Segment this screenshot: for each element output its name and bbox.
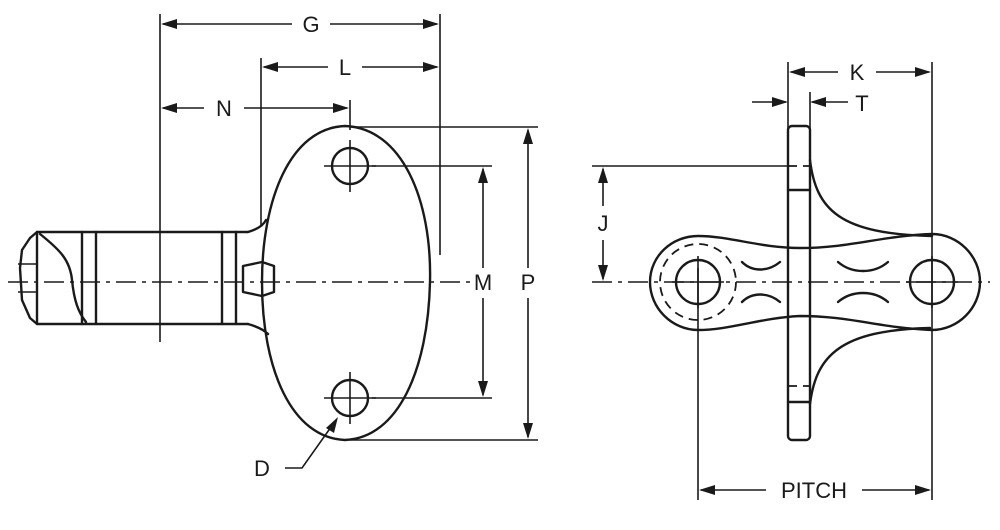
dimension-label-g: G bbox=[302, 12, 319, 37]
arrowhead bbox=[772, 97, 788, 107]
arrowhead bbox=[810, 97, 826, 107]
arrowhead bbox=[423, 62, 439, 72]
arrowhead bbox=[423, 19, 439, 29]
attachment-plate-edge bbox=[786, 124, 812, 442]
arrowhead bbox=[523, 128, 533, 144]
dimension-label-k: K bbox=[850, 60, 865, 85]
pin-end-cap bbox=[18, 230, 39, 326]
dimension-label-pitch: PITCH bbox=[781, 478, 847, 503]
plate-fillet-bottom bbox=[808, 326, 932, 406]
arrowhead bbox=[478, 381, 488, 397]
arrowhead bbox=[262, 62, 278, 72]
side-view: K T J PITCH bbox=[592, 60, 990, 503]
arrowhead bbox=[523, 423, 533, 439]
arrowhead bbox=[598, 167, 608, 183]
arrowhead bbox=[789, 67, 805, 77]
arrowhead bbox=[915, 67, 931, 77]
bushing-hidden-outline bbox=[659, 243, 737, 321]
arrowhead bbox=[478, 167, 488, 183]
leader-line-d bbox=[285, 419, 337, 469]
link-waist-curve bbox=[740, 260, 782, 271]
pin-weld-fillet bbox=[246, 218, 270, 336]
dimension-label-j: J bbox=[598, 211, 609, 236]
dimension-label-t: T bbox=[855, 91, 868, 116]
dimension-label-m: M bbox=[474, 270, 492, 295]
arrowhead bbox=[161, 19, 177, 29]
pin-chamfer-curve bbox=[38, 232, 88, 324]
link-waist-curve bbox=[836, 291, 890, 304]
dimension-label-d: D bbox=[254, 456, 270, 481]
center-rivet-head bbox=[241, 260, 276, 298]
pin-body-outline bbox=[35, 230, 250, 326]
chain-link-plate bbox=[648, 232, 982, 332]
arrowhead bbox=[598, 265, 608, 281]
dimension-label-p: P bbox=[521, 270, 536, 295]
dimension-label-l: L bbox=[339, 55, 351, 80]
arrowhead bbox=[699, 485, 715, 495]
plate-fillet-top bbox=[808, 158, 934, 238]
dimension-label-n: N bbox=[216, 96, 232, 121]
arrowhead bbox=[915, 485, 931, 495]
link-waist-curve bbox=[836, 260, 890, 273]
arrowhead bbox=[326, 417, 338, 433]
oval-plate bbox=[260, 124, 432, 442]
front-view: G L N M P D bbox=[8, 12, 538, 481]
arrowhead bbox=[333, 103, 349, 113]
link-waist-curve bbox=[740, 293, 782, 304]
arrowhead bbox=[161, 103, 177, 113]
